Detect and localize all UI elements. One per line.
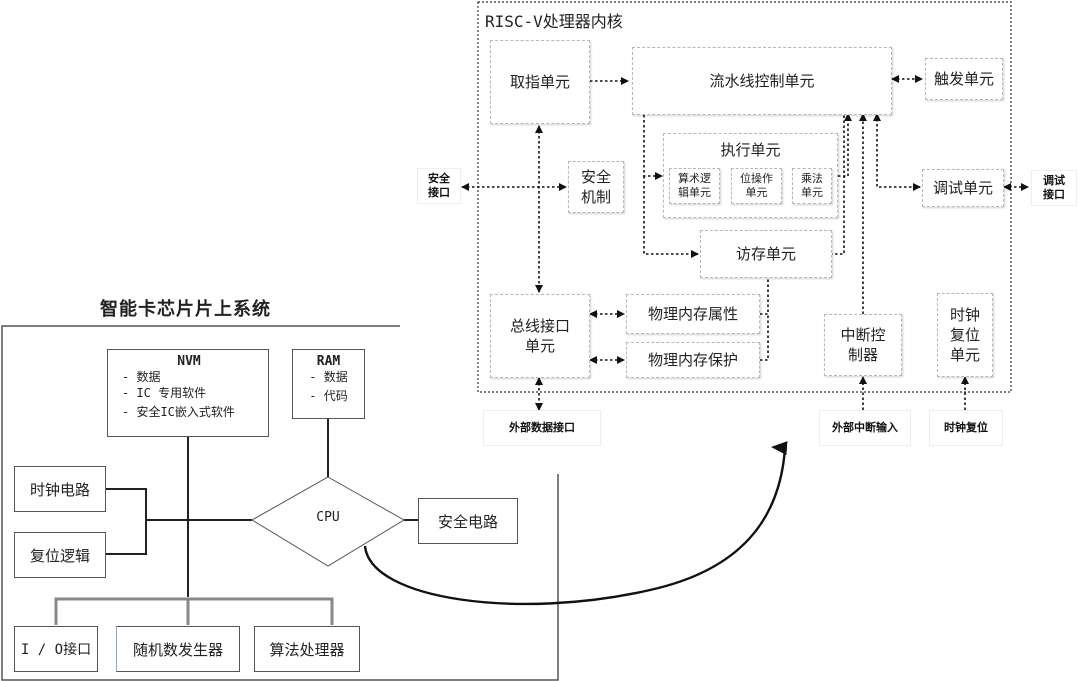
debug-unit-label: 调试单元: [932, 179, 993, 197]
security-mechanism-label: 安全机制: [580, 168, 611, 206]
clock-reset-unit[interactable]: 时钟复位单元: [937, 293, 993, 377]
debug-interface-label: 调试接口: [1043, 174, 1065, 201]
pma-label: 物理内存属性: [647, 305, 738, 323]
fetch-unit-label: 取指单元: [509, 73, 570, 91]
pma-unit[interactable]: 物理内存属性: [626, 294, 760, 334]
ram-block[interactable]: RAM - 数据 - 代码: [292, 349, 365, 419]
rng-label: 随机数发生器: [132, 640, 223, 659]
cpu-label: CPU: [316, 510, 340, 525]
ram-item-data: - 数据: [309, 370, 348, 384]
io-interface[interactable]: I / O接口: [14, 626, 98, 672]
external-data-interface-label: 外部数据接口: [509, 421, 575, 434]
pipeline-control-label: 流水线控制单元: [709, 72, 815, 90]
mul-label: 乘法单元: [801, 172, 823, 199]
lsu-unit[interactable]: 访存单元: [700, 230, 832, 278]
alu-unit[interactable]: 算术逻辑单元: [669, 168, 720, 204]
crypto-processor[interactable]: 算法处理器: [254, 626, 360, 672]
external-interrupt-input-label: 外部中断输入: [832, 421, 898, 434]
ram-item-code: - 代码: [309, 389, 348, 403]
mul-unit[interactable]: 乘法单元: [792, 168, 832, 204]
soc-title: 智能卡芯片片上系统: [100, 299, 271, 320]
pipeline-control-unit[interactable]: 流水线控制单元: [632, 47, 892, 115]
arrow-mul-pipeline: [833, 113, 852, 177]
interrupt-controller[interactable]: 中断控制器: [824, 314, 902, 376]
pmp-label: 物理内存保护: [647, 351, 738, 369]
clock-circuit[interactable]: 时钟电路: [14, 466, 106, 512]
reset-logic[interactable]: 复位逻辑: [14, 532, 106, 578]
cpu-diamond: [251, 476, 405, 567]
nvm-item-embedded-software: - 安全IC嵌入式软件: [122, 405, 235, 419]
interrupt-controller-label: 中断控制器: [840, 326, 886, 364]
bitop-label: 位操作单元: [740, 172, 773, 199]
clock-reset-unit-label: 时钟复位单元: [949, 306, 980, 364]
external-data-interface[interactable]: 外部数据接口: [483, 410, 601, 446]
clock-circuit-label: 时钟电路: [29, 480, 90, 499]
security-interface-label: 安全接口: [428, 172, 450, 199]
security-circuit-label: 安全电路: [437, 512, 498, 531]
arrow-lsu-pipeline: [830, 114, 845, 255]
bus-reset: [106, 520, 147, 555]
clock-reset-input[interactable]: 时钟复位: [929, 410, 1003, 446]
ram-title: RAM: [316, 354, 341, 369]
arrow-pipeline-lsu: [643, 176, 699, 258]
nvm-item-data: - 数据: [122, 370, 161, 384]
core-title: RISC-V处理器内核: [485, 12, 623, 31]
io-interface-label: I / O接口: [20, 642, 92, 658]
link-pmp-lsu: [760, 314, 769, 361]
bus-clock: [106, 488, 147, 520]
nvm-block[interactable]: NVM - 数据 - IC 专用软件 - 安全IC嵌入式软件: [107, 349, 269, 437]
fetch-unit[interactable]: 取指单元: [490, 40, 590, 124]
lsu-label: 访存单元: [735, 245, 796, 263]
core-boundary: [477, 1, 1012, 393]
pmp-unit[interactable]: 物理内存保护: [626, 342, 760, 378]
nvm-title: NVM: [177, 354, 201, 369]
nvm-item-ic-software: - IC 专用软件: [122, 386, 207, 400]
reset-logic-label: 复位逻辑: [29, 546, 90, 565]
execute-unit-label: 执行单元: [720, 141, 781, 159]
link-pma-lsu: [760, 278, 769, 315]
security-mechanism[interactable]: 安全机制: [568, 161, 624, 213]
arrow-pipeline-alu: [643, 115, 663, 180]
security-circuit[interactable]: 安全电路: [418, 498, 518, 544]
zoom-arrow: [363, 441, 788, 606]
debug-unit[interactable]: 调试单元: [922, 169, 1004, 207]
clock-reset-input-label: 时钟复位: [944, 421, 988, 434]
alu-label: 算术逻辑单元: [678, 172, 711, 199]
arrow-pipeline-debug: [873, 113, 921, 191]
security-interface[interactable]: 安全接口: [417, 168, 461, 204]
bus-peripherals: [54, 597, 334, 625]
soc-frame: [1, 325, 559, 681]
debug-interface[interactable]: 调试接口: [1031, 170, 1077, 206]
bitop-unit[interactable]: 位操作单元: [731, 168, 782, 204]
bus-interface-label: 总线接口单元: [509, 317, 570, 355]
external-interrupt-input[interactable]: 外部中断输入: [819, 410, 911, 446]
trigger-unit[interactable]: 触发单元: [925, 58, 1003, 100]
trigger-unit-label: 触发单元: [933, 70, 994, 88]
rng-block[interactable]: 随机数发生器: [116, 626, 240, 672]
crypto-processor-label: 算法处理器: [269, 640, 345, 659]
bus-interface-unit[interactable]: 总线接口单元: [490, 294, 590, 378]
